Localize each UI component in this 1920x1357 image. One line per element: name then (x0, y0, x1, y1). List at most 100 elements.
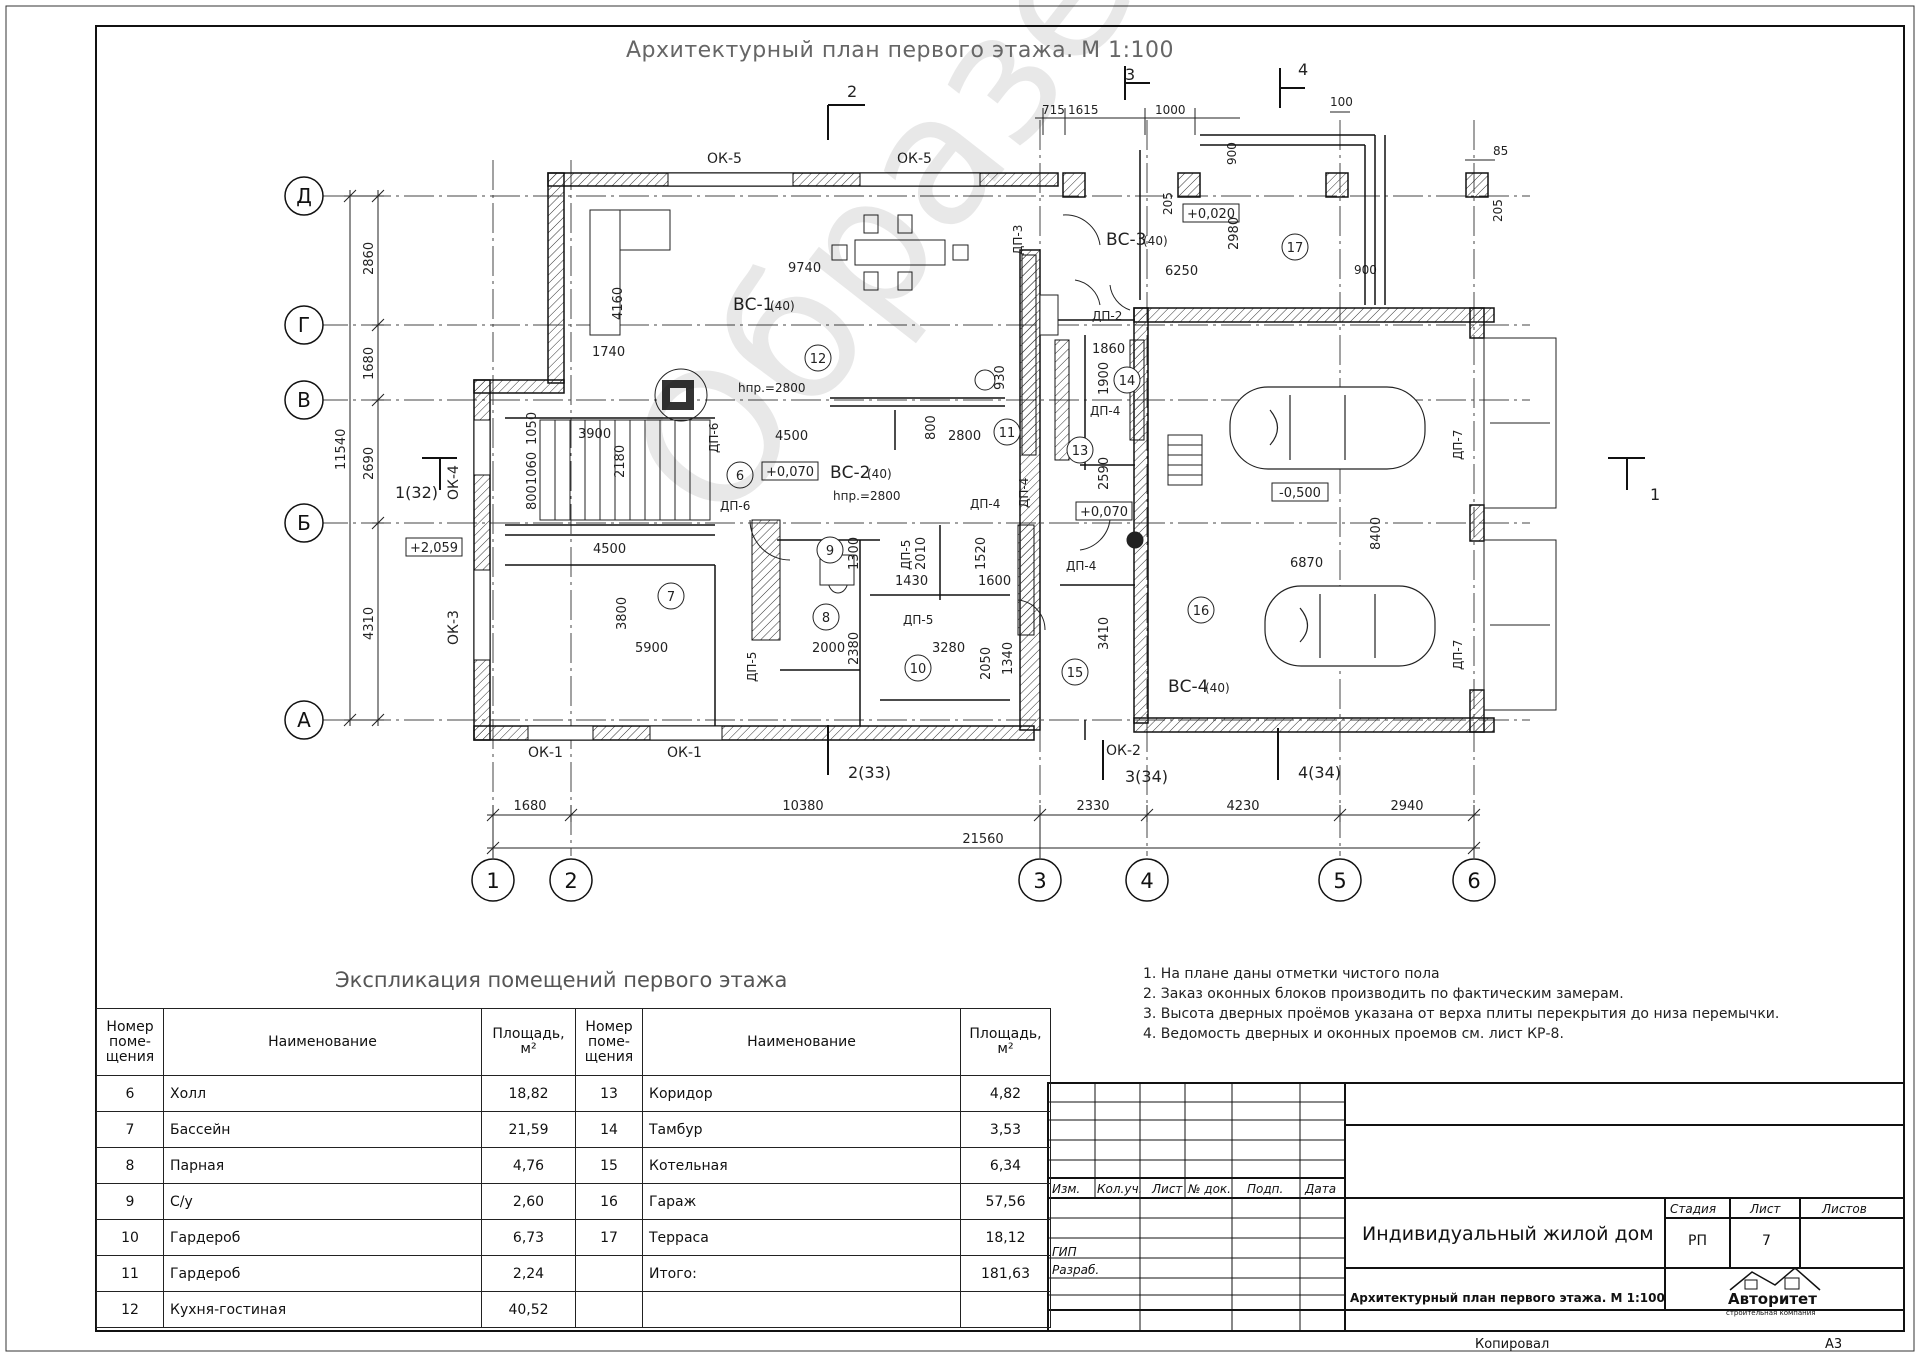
dim-label: 1430 (895, 574, 928, 589)
dim-label: 2980 (1227, 217, 1242, 250)
dim-label: 4160 (611, 287, 626, 320)
dim-label: 6250 (1165, 264, 1198, 279)
axis-label-row: Д (296, 184, 312, 208)
plan-title: Архитектурный план первого этажа. М 1:10… (626, 38, 1174, 63)
dim-top: 100 (1330, 95, 1353, 109)
left-dimension-lines (343, 189, 385, 727)
dim-label: 1340 (1001, 642, 1016, 675)
axis-label-column: 2 (564, 869, 577, 893)
dim-label: 930 (993, 365, 1008, 390)
garage-cars (1229, 386, 1436, 667)
level-value: +2,059 (410, 541, 458, 556)
window-label: ОК-4 (446, 465, 462, 500)
window-label: ОК-1 (667, 745, 702, 761)
col-header-area: Площадь, м² (960, 1008, 1051, 1076)
dim-label: 1860 (1092, 342, 1125, 357)
dim-label: 1600 (978, 574, 1011, 589)
axis-label-row: В (297, 388, 311, 412)
interior-walls (751, 254, 1145, 641)
col-header-name: Наименование (642, 1008, 961, 1076)
stamp-sheet-title: Архитектурный план первого этажа. М 1:10… (1350, 1291, 1665, 1305)
dim-top: 1000 (1155, 103, 1186, 117)
door-label: ДП-4 (1017, 478, 1031, 508)
dim-label: 1050 (525, 412, 540, 445)
note-line: 3. Высота дверных проёмов указана от вер… (1143, 1006, 1780, 1022)
title-block-grid (1048, 1083, 1345, 1331)
stained-glass-label: ВС-2 (830, 463, 870, 483)
room-markers (657, 233, 1309, 686)
dim-label: 1300 (847, 537, 862, 570)
door-label: ДП-7 (1451, 430, 1465, 460)
dim-label: 2380 (847, 632, 862, 665)
room-number: 12 (810, 352, 827, 367)
stamp-col-header: Лист (1151, 1182, 1183, 1196)
door-label: ДП-4 (970, 497, 1000, 511)
dim-bottom: 4230 (1226, 799, 1259, 814)
stained-glass-label: (40) (1143, 234, 1168, 248)
axis-label-row: Г (298, 313, 310, 337)
title-block-frame (1047, 1082, 1905, 1332)
section-cut-markers (422, 66, 1645, 780)
dim-label: 4500 (775, 429, 808, 444)
opening-height: hпр.=2800 (738, 381, 805, 395)
dim-label: 2800 (948, 429, 981, 444)
room-number: 11 (999, 426, 1016, 441)
room-number: 15 (1067, 666, 1084, 681)
room-number: 6 (736, 469, 744, 484)
window-label: ОК-5 (707, 151, 742, 167)
stained-glass-label: ВС-1 (733, 295, 773, 315)
staircase (539, 419, 1203, 521)
level-value: +0,020 (1187, 207, 1235, 222)
room-number: 9 (826, 544, 834, 559)
dim-bottom: 1680 (513, 799, 546, 814)
door-label: ДП-5 (903, 613, 933, 627)
stained-glass-label: ВС-4 (1168, 677, 1208, 697)
stamp-role: ГИП (1052, 1245, 1077, 1259)
dim-bottom: 2330 (1076, 799, 1109, 814)
dim-label: 9740 (788, 261, 821, 276)
dim-label: 8400 (1369, 517, 1384, 550)
level-value: -0,500 (1279, 486, 1321, 501)
stamp-col-header: Изм. (1052, 1182, 1080, 1196)
dim-top: 715 (1042, 103, 1065, 117)
door-label: ДП-7 (1451, 640, 1465, 670)
dim-total-left: 11540 (334, 429, 349, 470)
room-number: 14 (1119, 374, 1136, 389)
dim-label: 1520 (974, 537, 989, 570)
note-line: 2. Заказ оконных блоков производить по ф… (1143, 986, 1624, 1002)
door-label: ДП-5 (899, 540, 913, 570)
partition-lines (505, 134, 1386, 740)
window-label: ОК-1 (528, 745, 563, 761)
section-label: 2 (847, 82, 857, 101)
room-number: 10 (910, 662, 927, 677)
svg-text:строительная компания: строительная компания (1726, 1309, 1815, 1317)
door-label: ДП-4 (1090, 404, 1120, 418)
stained-glass-label: (40) (867, 467, 892, 481)
section-label: 3 (1125, 65, 1135, 84)
door-label: ДП-6 (707, 423, 721, 453)
stamp-col-header: Кол.уч. (1097, 1182, 1142, 1196)
dim-label: 2000 (812, 641, 845, 656)
window-label: ОК-5 (897, 151, 932, 167)
dim-left: 2860 (362, 242, 377, 275)
window-label: ОК-2 (1106, 743, 1141, 759)
top-dimension-lines (1035, 108, 1495, 161)
dim-label: 1060 (525, 452, 540, 485)
room-number: 17 (1287, 241, 1304, 256)
note-line: 4. Ведомость дверных и оконных проемов с… (1143, 1026, 1564, 1042)
row-axis-markers (284, 176, 324, 740)
dim-label: 6870 (1290, 556, 1323, 571)
door-label: ДП-2 (1092, 309, 1122, 323)
stamp-format: А3 (1825, 1337, 1842, 1352)
stamp-sheet-number: 7 (1762, 1233, 1771, 1249)
stamp-copied: Копировал (1475, 1337, 1549, 1352)
level-marks (405, 203, 1329, 557)
dim-left: 1680 (362, 347, 377, 380)
stamp-project-name: Индивидуальный жилой дом (1362, 1223, 1654, 1245)
